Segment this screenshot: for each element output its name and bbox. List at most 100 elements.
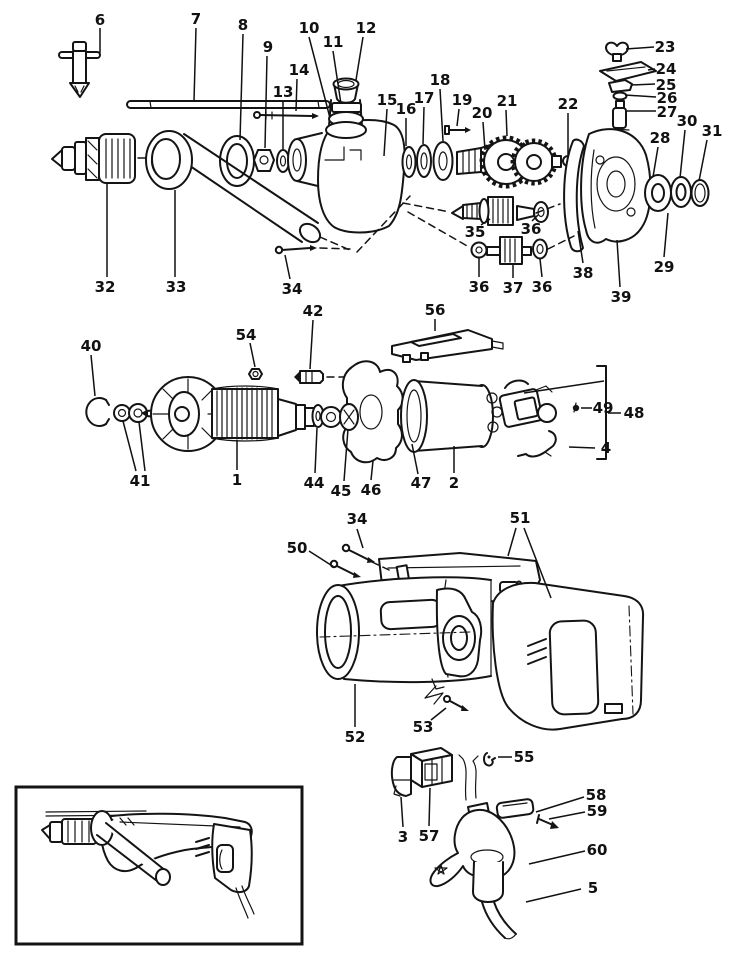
housing-screws: [329, 543, 390, 578]
shaft-washers: [113, 403, 148, 423]
leader-line-26: [624, 94, 657, 98]
part-label-36: 36: [532, 278, 553, 296]
clamp-screw: [536, 814, 559, 829]
spindle-washers: [401, 141, 454, 181]
part-label-52: 52: [345, 728, 366, 746]
group-bracket: [523, 365, 607, 460]
part-label-9: 9: [263, 38, 273, 56]
part-label-58: 58: [586, 786, 607, 804]
gear-housing: [287, 99, 406, 234]
part-label-27: 27: [657, 103, 678, 121]
leader-line-12: [355, 36, 364, 81]
armature: [141, 376, 315, 452]
leader-line-46: [370, 460, 374, 481]
part-label-8: 8: [238, 16, 248, 34]
part-label-34: 34: [347, 510, 368, 528]
part-label-32: 32: [95, 278, 116, 296]
part-label-47: 47: [411, 474, 432, 492]
part-label-36: 36: [469, 278, 490, 296]
grease-cap: [332, 77, 360, 104]
leader-line-21: [505, 109, 508, 137]
leader-line-36: [531, 214, 539, 222]
leader-line-51: [523, 527, 552, 599]
bearing-washers: [311, 403, 359, 431]
carbon-brush: [294, 370, 351, 384]
part-label-29: 29: [654, 258, 675, 276]
shaft-washer-top: [533, 201, 549, 223]
lower-screw: [274, 245, 351, 255]
part-label-33: 33: [166, 278, 187, 296]
part-label-41: 41: [130, 472, 151, 490]
part-label-51: 51: [510, 509, 531, 527]
part-label-42: 42: [303, 302, 324, 320]
part-label-55: 55: [514, 748, 535, 766]
part-label-60: 60: [587, 841, 608, 859]
front-screw: [253, 111, 319, 120]
leader-line-42: [309, 319, 314, 370]
brush-plate: [391, 329, 504, 363]
part-label-35: 35: [465, 223, 486, 241]
leader-line-24: [647, 68, 656, 71]
leader-line-51: [507, 527, 517, 557]
leader-line-4: [568, 446, 596, 449]
leader-line-60: [528, 850, 586, 865]
leader-line-19: [456, 108, 460, 127]
retaining-c-ring: [85, 397, 110, 427]
power-cord: [481, 901, 517, 940]
gearcase: [580, 128, 652, 244]
part-label-16: 16: [396, 100, 417, 118]
chuck-key: [58, 41, 101, 98]
part-label-15: 15: [377, 91, 398, 109]
part-label-30: 30: [677, 112, 698, 130]
part-label-21: 21: [497, 92, 518, 110]
leader-line-7: [193, 27, 197, 102]
small-screw: [444, 125, 471, 135]
part-label-59: 59: [587, 802, 608, 820]
part-label-34: 34: [282, 280, 303, 298]
leader-line-36: [539, 258, 543, 278]
assembly-axis-dashes: [356, 195, 575, 253]
trigger: [390, 756, 412, 797]
chuck: [51, 133, 157, 184]
leader-line-17: [422, 106, 425, 145]
leader-line-45: [343, 428, 349, 482]
spindle-nut: [253, 149, 275, 172]
leader-line-29: [663, 212, 669, 258]
part-label-10: 10: [299, 19, 320, 37]
switch-body: [410, 747, 453, 788]
side-handle-rod: [126, 100, 331, 109]
part-label-19: 19: [452, 91, 473, 109]
brush-holder-assembly: [498, 379, 557, 428]
part-label-39: 39: [611, 288, 632, 306]
part-label-54: 54: [236, 326, 257, 344]
part-label-50: 50: [287, 539, 308, 557]
part-label-20: 20: [472, 104, 493, 122]
leader-line-39: [616, 239, 621, 288]
leader-line-15: [383, 108, 388, 157]
leader-line-10: [308, 36, 331, 119]
leader-line-31: [698, 139, 708, 182]
part-label-46: 46: [361, 481, 382, 499]
spindle-gear-shaft: [456, 135, 574, 189]
part-label-11: 11: [323, 33, 344, 51]
leader-line-53: [430, 707, 447, 721]
depth-gauge-parts: [599, 41, 657, 131]
field-coil: [400, 379, 503, 453]
leader-line-5: [525, 888, 582, 903]
part-label-18: 18: [430, 71, 451, 89]
part-label-26: 26: [657, 89, 678, 107]
leader-line-34: [356, 528, 364, 549]
part-label-53: 53: [413, 718, 434, 736]
part-label-12: 12: [356, 19, 377, 37]
holder-screw: [572, 402, 580, 413]
leader-line-18: [439, 88, 444, 142]
part-label-2: 2: [449, 474, 459, 492]
part-label-4: 4: [601, 439, 611, 457]
leader-line-34: [284, 254, 291, 280]
part-label-24: 24: [656, 60, 677, 78]
part-label-45: 45: [331, 482, 352, 500]
leader-line-44: [314, 427, 318, 474]
